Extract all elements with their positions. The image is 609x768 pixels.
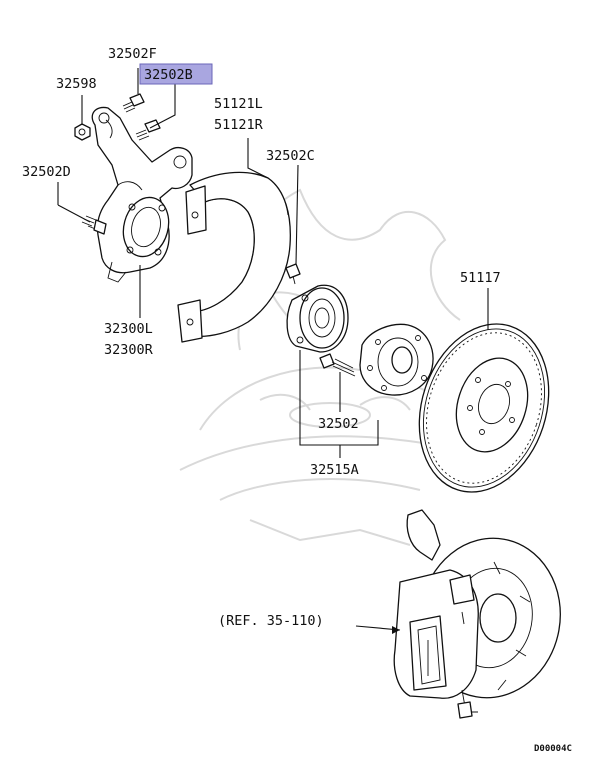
label-ref-35-110[interactable]: (REF. 35-110): [218, 613, 324, 629]
label-32502[interactable]: 32502: [318, 416, 359, 432]
bolt-32502F[interactable]: [122, 93, 145, 113]
label-32515A[interactable]: 32515A: [310, 462, 359, 478]
label-32300R[interactable]: 32300R: [104, 342, 154, 358]
leader-lines: [57, 68, 489, 634]
hub-bolt-32502[interactable]: [319, 353, 356, 377]
label-32502C[interactable]: 32502C: [266, 148, 315, 164]
label-32502B[interactable]: 32502B: [144, 67, 193, 83]
part-labels: 32502F 32502B 32598 51121L 51121R 32502C…: [22, 46, 572, 754]
diagram-code: D00004C: [534, 744, 572, 754]
label-32598[interactable]: 32598: [56, 76, 97, 92]
label-51121L[interactable]: 51121L: [214, 96, 263, 112]
label-51117[interactable]: 51117: [460, 270, 501, 286]
wheel-hub[interactable]: [359, 323, 434, 396]
hub-bearing[interactable]: [286, 284, 349, 353]
highlight-32502B: [139, 63, 213, 85]
label-32502F[interactable]: 32502F: [108, 46, 157, 62]
brake-disc[interactable]: [398, 307, 569, 509]
bolt-32502B[interactable]: [135, 119, 161, 141]
label-32502D[interactable]: 32502D: [22, 164, 71, 180]
dust-shield[interactable]: [177, 171, 291, 343]
steering-knuckle[interactable]: [91, 106, 193, 283]
bolt-32598[interactable]: [74, 123, 91, 141]
label-32300L[interactable]: 32300L: [104, 321, 153, 337]
brake-caliper-assembly[interactable]: [393, 509, 573, 719]
bolt-32502C[interactable]: [285, 263, 301, 285]
label-51121R[interactable]: 51121R: [214, 117, 264, 133]
